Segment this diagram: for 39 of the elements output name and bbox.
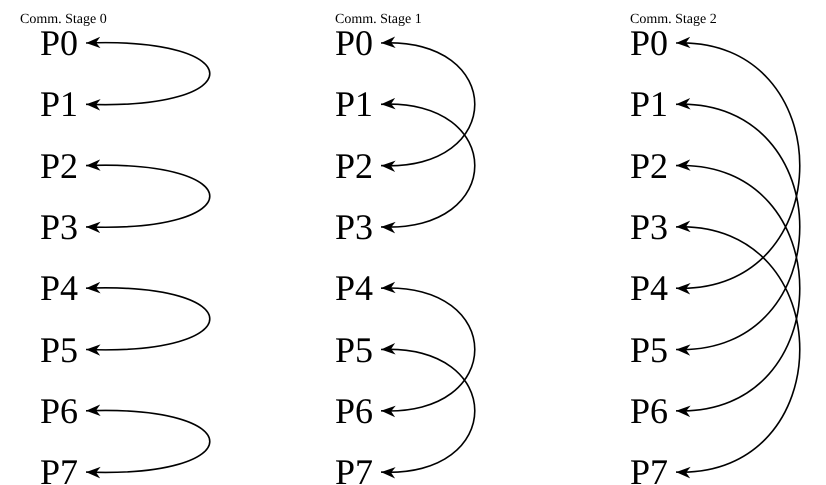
arrow (86, 37, 210, 110)
stage-title: Comm. Stage 1 (335, 12, 422, 28)
arrow (676, 100, 800, 354)
stage-title: Comm. Stage 2 (630, 12, 717, 28)
process-label: P2 (630, 148, 676, 184)
process-label: P0 (40, 25, 86, 61)
arrow (676, 222, 800, 476)
process-label: P0 (630, 25, 676, 61)
process-label: P6 (335, 392, 382, 429)
arrow (381, 38, 476, 171)
process-label: P7 (335, 454, 382, 485)
process-label: P1 (630, 86, 676, 122)
process-label: P7 (40, 454, 86, 485)
process-label: P1 (335, 86, 382, 122)
process-label: P3 (335, 208, 382, 245)
process-label: P6 (630, 392, 676, 429)
arrow (86, 282, 210, 356)
arrow (86, 405, 210, 478)
process-label: P5 (630, 332, 676, 368)
arrow (381, 344, 476, 478)
process-label: P7 (630, 454, 676, 485)
process-label: P5 (40, 332, 86, 368)
process-label: P6 (40, 392, 86, 429)
process-label: P2 (335, 148, 382, 184)
arrow (676, 38, 800, 293)
process-label: P4 (40, 270, 86, 306)
arrow (381, 99, 476, 232)
process-label: P3 (40, 208, 86, 245)
process-label: P2 (40, 148, 86, 184)
stage-title: Comm. Stage 0 (20, 12, 107, 28)
process-label: P1 (40, 86, 86, 122)
process-label: P4 (630, 270, 676, 306)
arrow (676, 161, 800, 416)
arrow (381, 283, 476, 416)
arrow (86, 160, 210, 233)
process-label: P5 (335, 332, 382, 368)
process-label: P0 (335, 25, 382, 61)
process-label: P4 (335, 270, 382, 306)
process-label: P3 (630, 208, 676, 245)
